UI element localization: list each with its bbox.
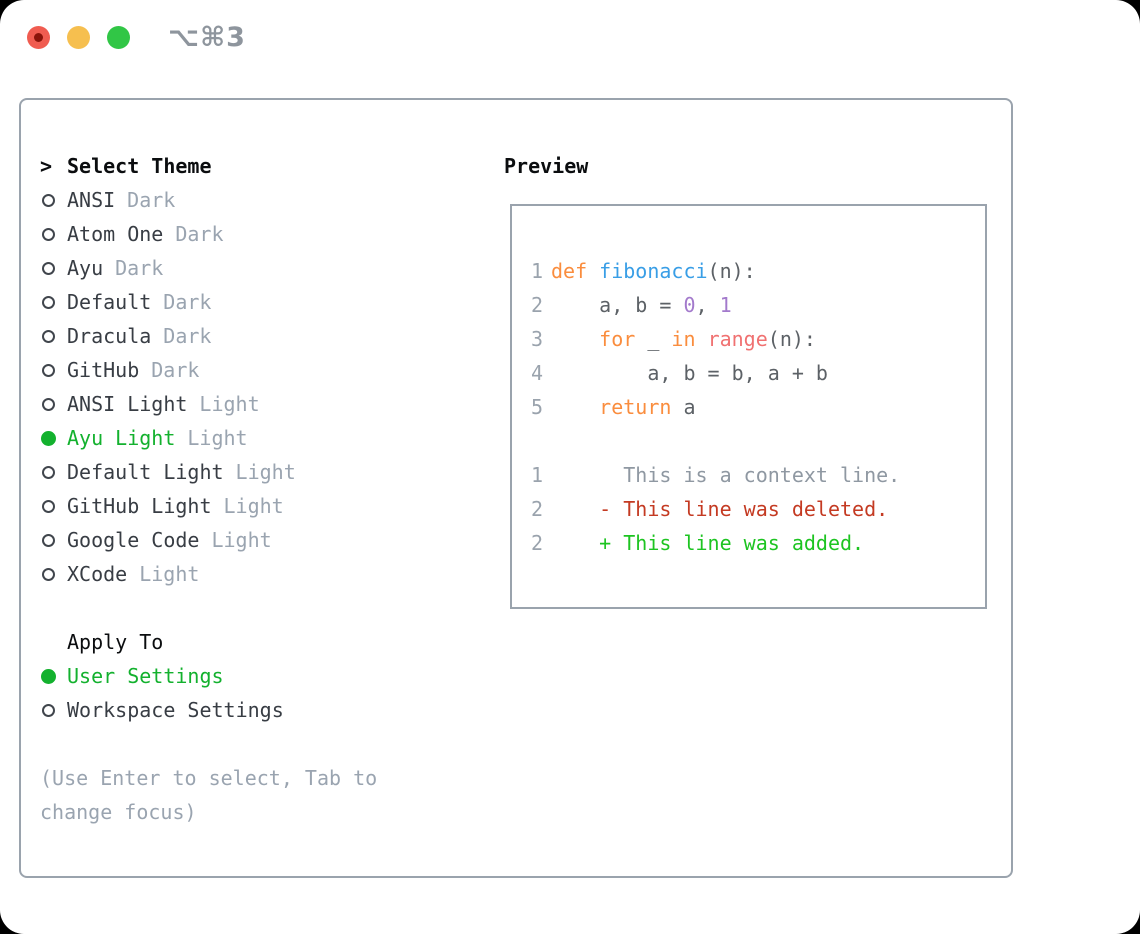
theme-option-dracula-dark[interactable]: Dracula Dark bbox=[40, 319, 470, 353]
radio-unselected-icon bbox=[42, 363, 55, 377]
select-theme-label: Select Theme bbox=[67, 154, 212, 178]
theme-option-default-dark[interactable]: Default Dark bbox=[40, 285, 470, 319]
theme-name: ANSI bbox=[67, 188, 116, 212]
close-button-dot-icon bbox=[34, 33, 43, 42]
theme-option-github-dark[interactable]: GitHub Dark bbox=[40, 353, 470, 387]
window-title: ⌥⌘3 bbox=[168, 22, 246, 53]
theme-option-xcode-light[interactable]: XCode Light bbox=[40, 557, 470, 591]
theme-tag: Dark bbox=[151, 358, 200, 382]
code-line: 3 for _ in range(n): bbox=[530, 322, 985, 356]
apply-option-workspace-settings[interactable]: Workspace Settings bbox=[40, 693, 470, 727]
titlebar: ⌥⌘3 bbox=[0, 0, 1140, 74]
code-content: This is a context line. bbox=[551, 463, 901, 487]
diff-added-line: 2 + This line was added. bbox=[530, 526, 985, 560]
theme-option-google-code-light[interactable]: Google Code Light bbox=[40, 523, 470, 557]
spacer-row bbox=[40, 591, 470, 625]
theme-option-ansi-light[interactable]: ANSI Light Light bbox=[40, 387, 470, 421]
diff-deleted-line: 2 - This line was deleted. bbox=[530, 492, 985, 526]
theme-tag: Light bbox=[139, 562, 200, 586]
theme-picker-panel: > Select Theme ANSI Dark Atom One Dark A… bbox=[19, 98, 1013, 878]
theme-name: Default Light bbox=[67, 460, 224, 484]
theme-tag: Dark bbox=[127, 188, 176, 212]
radio-unselected-icon bbox=[42, 567, 55, 581]
theme-tag: Light bbox=[223, 494, 284, 518]
minimize-button[interactable] bbox=[67, 26, 90, 49]
apply-option-label: Workspace Settings bbox=[67, 698, 284, 722]
code-line: 5 return a bbox=[530, 390, 985, 424]
theme-selector: > Select Theme ANSI Dark Atom One Dark A… bbox=[40, 149, 470, 829]
close-button[interactable] bbox=[27, 26, 50, 49]
theme-name: ANSI Light bbox=[67, 392, 188, 416]
diff-context-line: 1 This is a context line. bbox=[530, 458, 985, 492]
theme-tag: Dark bbox=[163, 324, 212, 348]
radio-unselected-icon bbox=[42, 465, 55, 479]
theme-tag: Dark bbox=[175, 222, 224, 246]
theme-name: XCode bbox=[67, 562, 128, 586]
prompt-arrow-icon: > bbox=[40, 154, 53, 178]
line-number: 2 bbox=[530, 531, 543, 555]
line-number: 5 bbox=[530, 395, 543, 419]
code-content: return a bbox=[599, 395, 696, 419]
radio-unselected-icon bbox=[42, 193, 55, 207]
code-content: a, b = b, a + b bbox=[551, 361, 828, 385]
line-number: 1 bbox=[530, 463, 543, 487]
code-content: + This line was added. bbox=[551, 531, 865, 555]
code-content: a, b = 0, 1 bbox=[551, 293, 732, 317]
code-line: 2 a, b = 0, 1 bbox=[530, 288, 985, 322]
radio-unselected-icon bbox=[42, 533, 55, 547]
code-content: for _ in range(n): bbox=[599, 327, 816, 351]
apply-option-user-settings[interactable]: User Settings bbox=[40, 659, 470, 693]
theme-tag: Dark bbox=[163, 290, 212, 314]
preview-header: Preview bbox=[504, 154, 589, 178]
code-content: def fibonacci(n): bbox=[551, 259, 756, 283]
radio-unselected-icon bbox=[42, 329, 55, 343]
theme-name: Google Code bbox=[67, 528, 200, 552]
apply-option-label: User Settings bbox=[67, 664, 224, 688]
theme-name: Ayu Light bbox=[67, 426, 176, 450]
theme-option-default-light[interactable]: Default Light Light bbox=[40, 455, 470, 489]
theme-name: GitHub bbox=[67, 358, 140, 382]
radio-unselected-icon bbox=[42, 397, 55, 411]
apply-to-header: Apply To bbox=[40, 625, 470, 659]
theme-option-github-light[interactable]: GitHub Light Light bbox=[40, 489, 470, 523]
theme-option-ayu-dark[interactable]: Ayu Dark bbox=[40, 251, 470, 285]
line-number: 4 bbox=[530, 361, 543, 385]
preview-pane: 1 def fibonacci(n): 2 a, b = 0, 1 3 for … bbox=[510, 204, 987, 609]
line-number: 1 bbox=[530, 259, 543, 283]
radio-selected-icon bbox=[41, 430, 56, 446]
theme-option-atom-one-dark[interactable]: Atom One Dark bbox=[40, 217, 470, 251]
keyboard-hint-text: (Use Enter to select, Tab to change focu… bbox=[40, 766, 378, 824]
theme-tag: Dark bbox=[115, 256, 164, 280]
theme-option-ansi-dark[interactable]: ANSI Dark bbox=[40, 183, 470, 217]
theme-option-ayu-light[interactable]: Ayu Light Light bbox=[40, 421, 470, 455]
code-content: - This line was deleted. bbox=[551, 497, 889, 521]
code-line: 4 a, b = b, a + b bbox=[530, 356, 985, 390]
theme-tag: Light bbox=[199, 392, 260, 416]
theme-name: Dracula bbox=[67, 324, 152, 348]
code-line: 1 def fibonacci(n): bbox=[530, 254, 985, 288]
maximize-button[interactable] bbox=[107, 26, 130, 49]
theme-name: Default bbox=[67, 290, 152, 314]
code-line-blank bbox=[530, 424, 985, 458]
apply-to-label: Apply To bbox=[67, 630, 164, 654]
line-number: 2 bbox=[530, 293, 543, 317]
radio-unselected-icon bbox=[42, 295, 55, 309]
theme-name: Ayu bbox=[67, 256, 104, 280]
theme-name: GitHub Light bbox=[67, 494, 212, 518]
radio-unselected-icon bbox=[42, 499, 55, 513]
line-number: 3 bbox=[530, 327, 543, 351]
radio-unselected-icon bbox=[42, 227, 55, 241]
radio-unselected-icon bbox=[42, 703, 55, 717]
line-number: 2 bbox=[530, 497, 543, 521]
theme-tag: Light bbox=[211, 528, 272, 552]
select-theme-header: > Select Theme bbox=[40, 149, 470, 183]
radio-selected-icon bbox=[41, 668, 56, 684]
theme-name: Atom One bbox=[67, 222, 164, 246]
theme-tag: Light bbox=[235, 460, 296, 484]
radio-unselected-icon bbox=[42, 261, 55, 275]
theme-tag: Light bbox=[187, 426, 248, 450]
